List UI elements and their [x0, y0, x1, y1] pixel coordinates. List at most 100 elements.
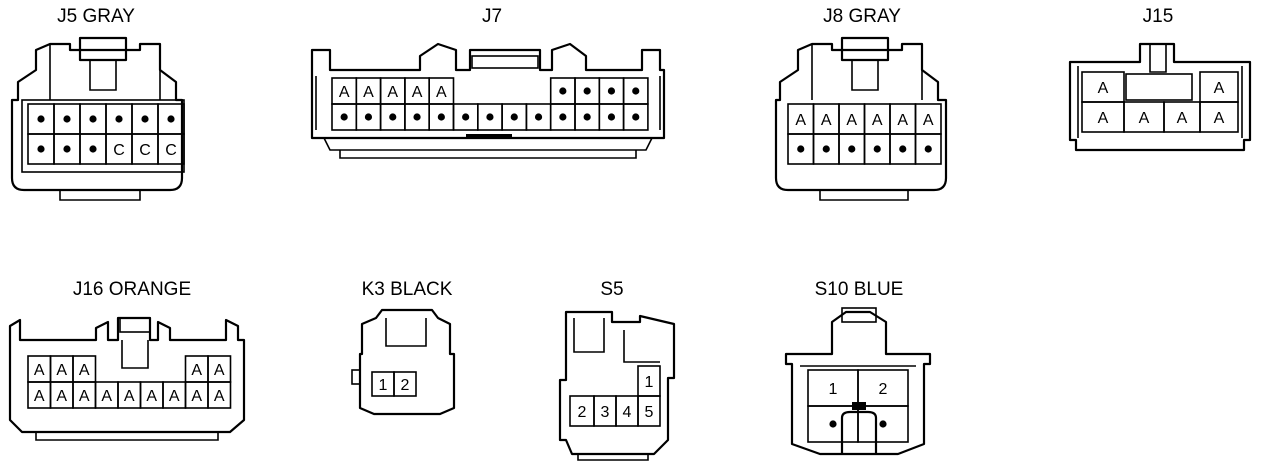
s10-pin-label: 2	[879, 381, 888, 398]
j16-pin-label: A	[124, 388, 135, 405]
j16-pin-label: A	[101, 388, 112, 405]
j16-pin-label: A	[34, 362, 45, 379]
j8-pin-label: A	[872, 112, 883, 129]
j15-pin-label: A	[1177, 110, 1188, 127]
j7-title: J7	[482, 6, 502, 27]
j5-title: J5 GRAY	[57, 6, 135, 27]
k3-pin-label: 2	[401, 377, 410, 394]
j8-title: J8 GRAY	[823, 6, 901, 27]
s5-pin-label: 1	[645, 374, 654, 391]
j7-pin-dot	[632, 87, 640, 95]
j8-pin-dot	[797, 145, 805, 153]
j16-pin-label: A	[214, 362, 225, 379]
j15-pin-label: A	[1098, 110, 1109, 127]
j5-pin-dot	[167, 115, 175, 123]
s5-pin-cell	[637, 395, 661, 427]
j7-pin-label: A	[436, 84, 447, 101]
j7-pin-dot	[510, 113, 518, 121]
s5-pin-label: 3	[601, 404, 610, 421]
j16-pin-label: A	[169, 388, 180, 405]
j7-pin-label: A	[387, 84, 398, 101]
j16-pin-label: A	[56, 388, 67, 405]
j15-pin-label: A	[1214, 80, 1225, 97]
j8-pin-label: A	[923, 112, 934, 129]
j8-pin-label: A	[795, 112, 806, 129]
j8-pin-dot	[924, 145, 932, 153]
j7-pin-dot	[364, 113, 373, 121]
s5-pin-label: 4	[623, 404, 632, 421]
j7-pin-dot	[632, 113, 640, 121]
j16-pin-cell	[207, 381, 232, 409]
j5-pin-dot	[37, 145, 45, 153]
j5-pin-dot	[115, 115, 123, 123]
j7-pin-dot	[607, 113, 616, 121]
j16-pin-label: A	[34, 388, 45, 405]
j8-pin-label: A	[846, 112, 857, 129]
j7-pin-label: A	[339, 84, 350, 101]
j7-pin-dot	[437, 113, 445, 121]
j7-pin-dot	[534, 113, 543, 121]
j5-pin-cell	[157, 133, 185, 165]
j7-pin-label: A	[363, 84, 374, 101]
j8-pin-label: A	[897, 112, 908, 129]
s5-pin-label: 5	[645, 404, 654, 421]
j16-pin-label: A	[214, 388, 225, 405]
j15-pin-label: A	[1139, 110, 1150, 127]
j7-pin-dot	[583, 87, 591, 95]
k3-title: K3 BLACK	[362, 279, 453, 300]
j5-pin-label: C	[165, 142, 177, 159]
j16-title: J16 ORANGE	[73, 279, 191, 300]
s10-pin-cell	[857, 405, 909, 443]
k3-pin-cell	[393, 371, 417, 397]
j16-pin-label: A	[146, 388, 157, 405]
j7-pin-dot	[462, 113, 470, 121]
k3-pin-label: 1	[379, 377, 388, 394]
j7-pin-dot	[389, 113, 397, 121]
j15-pin-cell	[1199, 101, 1239, 133]
j8-pin-dot	[848, 145, 856, 153]
j5-pin-label: C	[113, 142, 125, 159]
j16-pin-label: A	[191, 388, 202, 405]
j7-pin-dot	[486, 113, 494, 121]
j15-pin-label: A	[1214, 110, 1225, 127]
j7-pin-dot	[559, 113, 567, 121]
s5-title: S5	[600, 279, 623, 300]
j5-pin-dot	[63, 115, 71, 123]
j16-pin-label: A	[79, 362, 90, 379]
j7-pin-dot	[583, 113, 591, 121]
j5-pin-label: C	[139, 142, 151, 159]
j7-pin-label: A	[412, 84, 423, 101]
j8-pin-dot	[899, 145, 907, 153]
j15-pin-label: A	[1098, 80, 1109, 97]
j5-pin-dot	[141, 115, 149, 123]
j8-pin-dot	[822, 145, 830, 153]
s10-pin-dot	[879, 420, 887, 428]
s10-pin-label: 1	[829, 381, 838, 398]
j7-pin-dot	[559, 87, 567, 95]
j5-pin-dot	[63, 145, 71, 153]
j7-pin-dot	[607, 87, 616, 95]
j8-pin-label: A	[821, 112, 832, 129]
j16-pin-label: A	[191, 362, 202, 379]
s10-title: S10 BLUE	[815, 279, 904, 300]
j16-pin-label: A	[79, 388, 90, 405]
j15-title: J15	[1143, 6, 1174, 27]
j7-pin-dot	[340, 113, 348, 121]
j8-pin-cell	[914, 133, 942, 165]
